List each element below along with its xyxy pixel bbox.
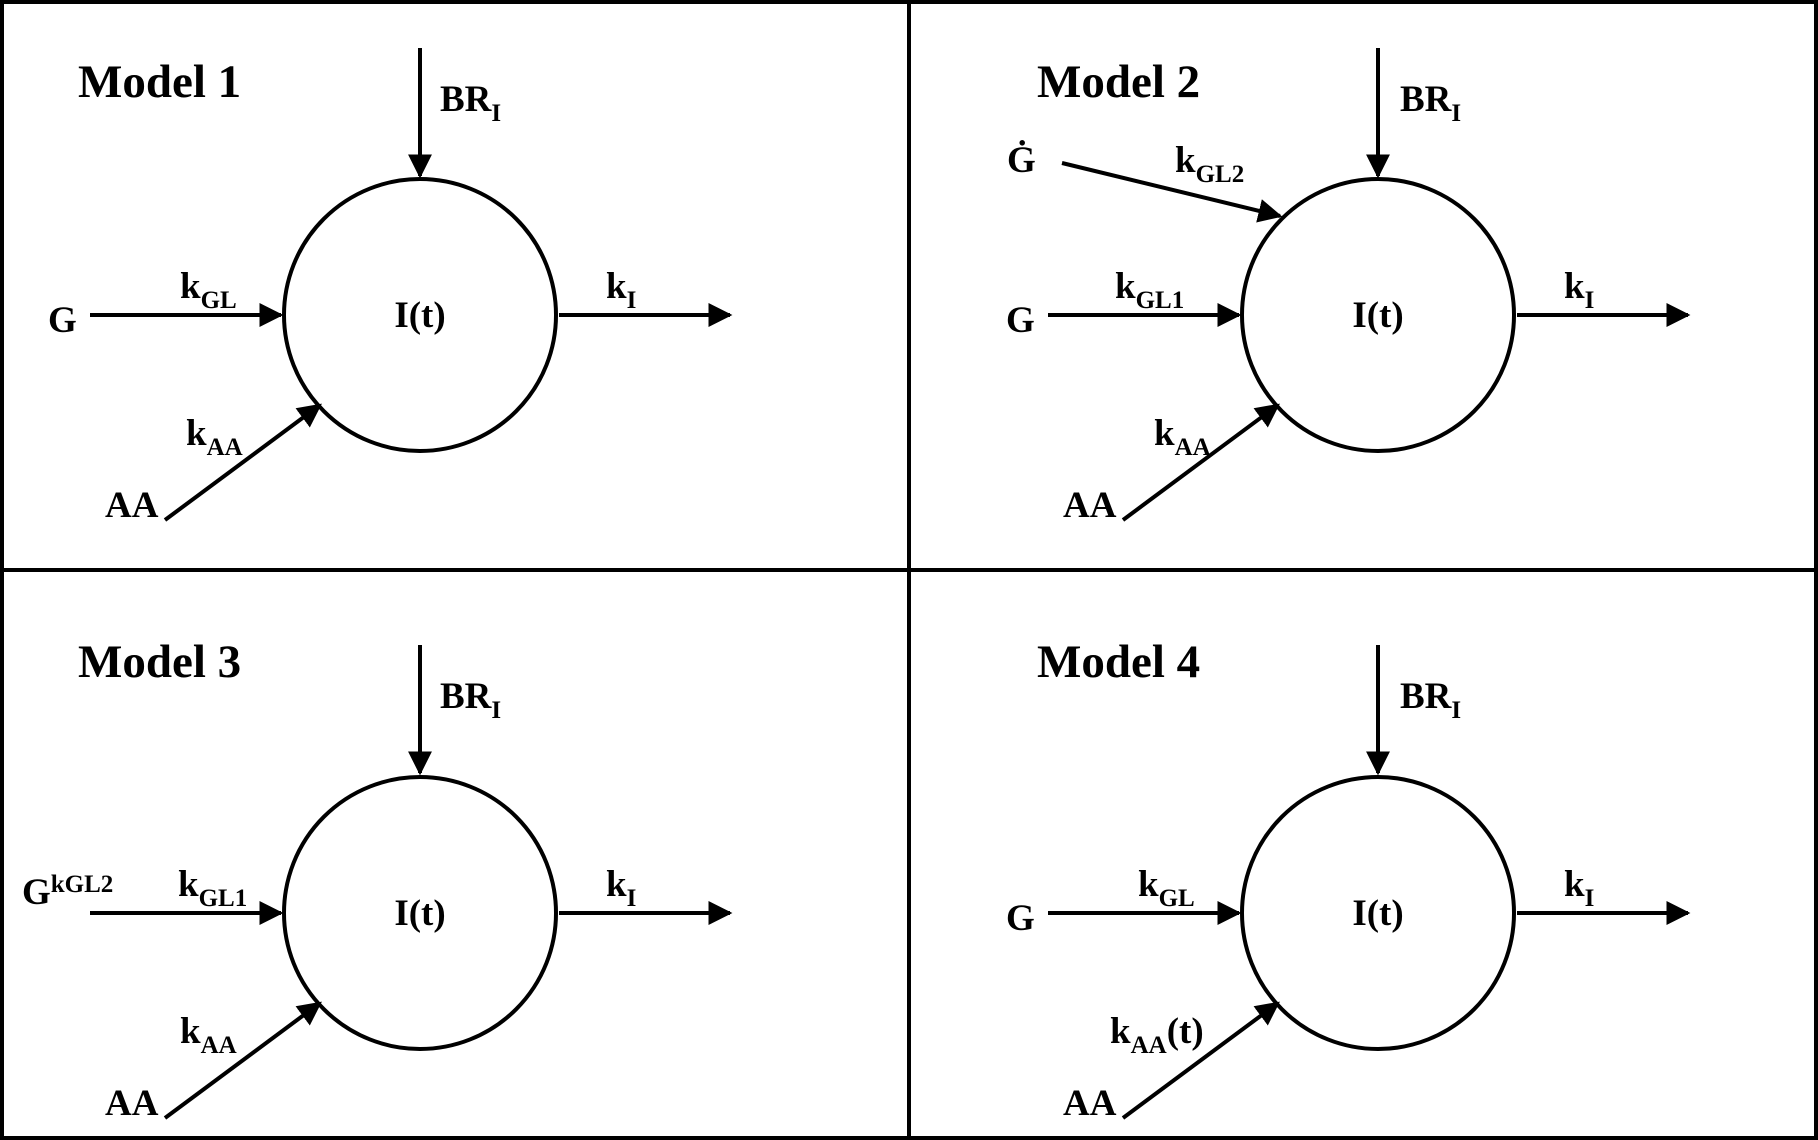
compartment-label: I(t) (394, 295, 445, 336)
amino-acid-label: AA (1063, 485, 1117, 526)
amino-acid-arrow (1121, 403, 1280, 522)
output-rate-label: kI (606, 266, 636, 314)
glucose-label: GkGL2 (22, 871, 113, 913)
glucose-derivative-rate-label: kGL2 (1175, 140, 1244, 188)
glucose-label: G (48, 300, 77, 341)
compartment-label: I(t) (1352, 893, 1403, 934)
basal-label: BRI (440, 79, 501, 127)
compartment-circle (282, 177, 558, 453)
panel-model-1: Model 1 BRI I(t) G kGL kI AA kAA (48, 48, 733, 526)
compartment-label: I(t) (394, 893, 445, 934)
amino-acid-arrow (163, 1001, 322, 1120)
amino-acid-rate-label: kAA (180, 1011, 237, 1059)
amino-acid-arrow (1121, 1001, 1280, 1120)
glucose-rate-label: kGL1 (1115, 266, 1184, 314)
panel-model-2: Model 2 BRI I(t) Ġ kGL2 G kGL1 kI AA kAA (1006, 48, 1691, 526)
compartment-label: I(t) (1352, 295, 1403, 336)
amino-acid-label: AA (105, 1083, 159, 1124)
compartment-circle (1240, 775, 1516, 1051)
glucose-derivative-arrow (1061, 161, 1283, 223)
basal-label: BRI (1400, 676, 1461, 724)
panel-title: Model 1 (78, 56, 241, 108)
panel-title: Model 3 (78, 636, 241, 688)
panel-model-4: Model 4 BRI I(t) G kGL kI AA kAA(t) (1006, 636, 1691, 1124)
compartment-circle (1240, 177, 1516, 453)
output-rate-label: kI (606, 864, 636, 912)
glucose-label: G (1006, 898, 1035, 939)
panel-model-3: Model 3 BRI I(t) GkGL2 kGL1 kI AA kAA (22, 636, 733, 1124)
amino-acid-label: AA (1063, 1083, 1117, 1124)
amino-acid-rate-label: kAA (186, 413, 243, 461)
compartment-circle (282, 775, 558, 1051)
glucose-label: G (1006, 300, 1035, 341)
amino-acid-arrow (163, 403, 322, 522)
amino-acid-rate-label: kAA (1154, 413, 1211, 461)
amino-acid-label: AA (105, 485, 159, 526)
glucose-derivative-label: Ġ (1007, 139, 1036, 181)
panel-title: Model 2 (1037, 56, 1200, 108)
output-rate-label: kI (1564, 864, 1594, 912)
panel-title: Model 4 (1037, 636, 1200, 688)
output-rate-label: kI (1564, 266, 1594, 314)
glucose-rate-label: kGL (1138, 864, 1195, 912)
basal-label: BRI (1400, 79, 1461, 127)
glucose-rate-label: kGL (180, 266, 237, 314)
glucose-rate-label: kGL1 (178, 864, 247, 912)
basal-label: BRI (440, 676, 501, 724)
amino-acid-rate-label: kAA(t) (1110, 1011, 1204, 1059)
